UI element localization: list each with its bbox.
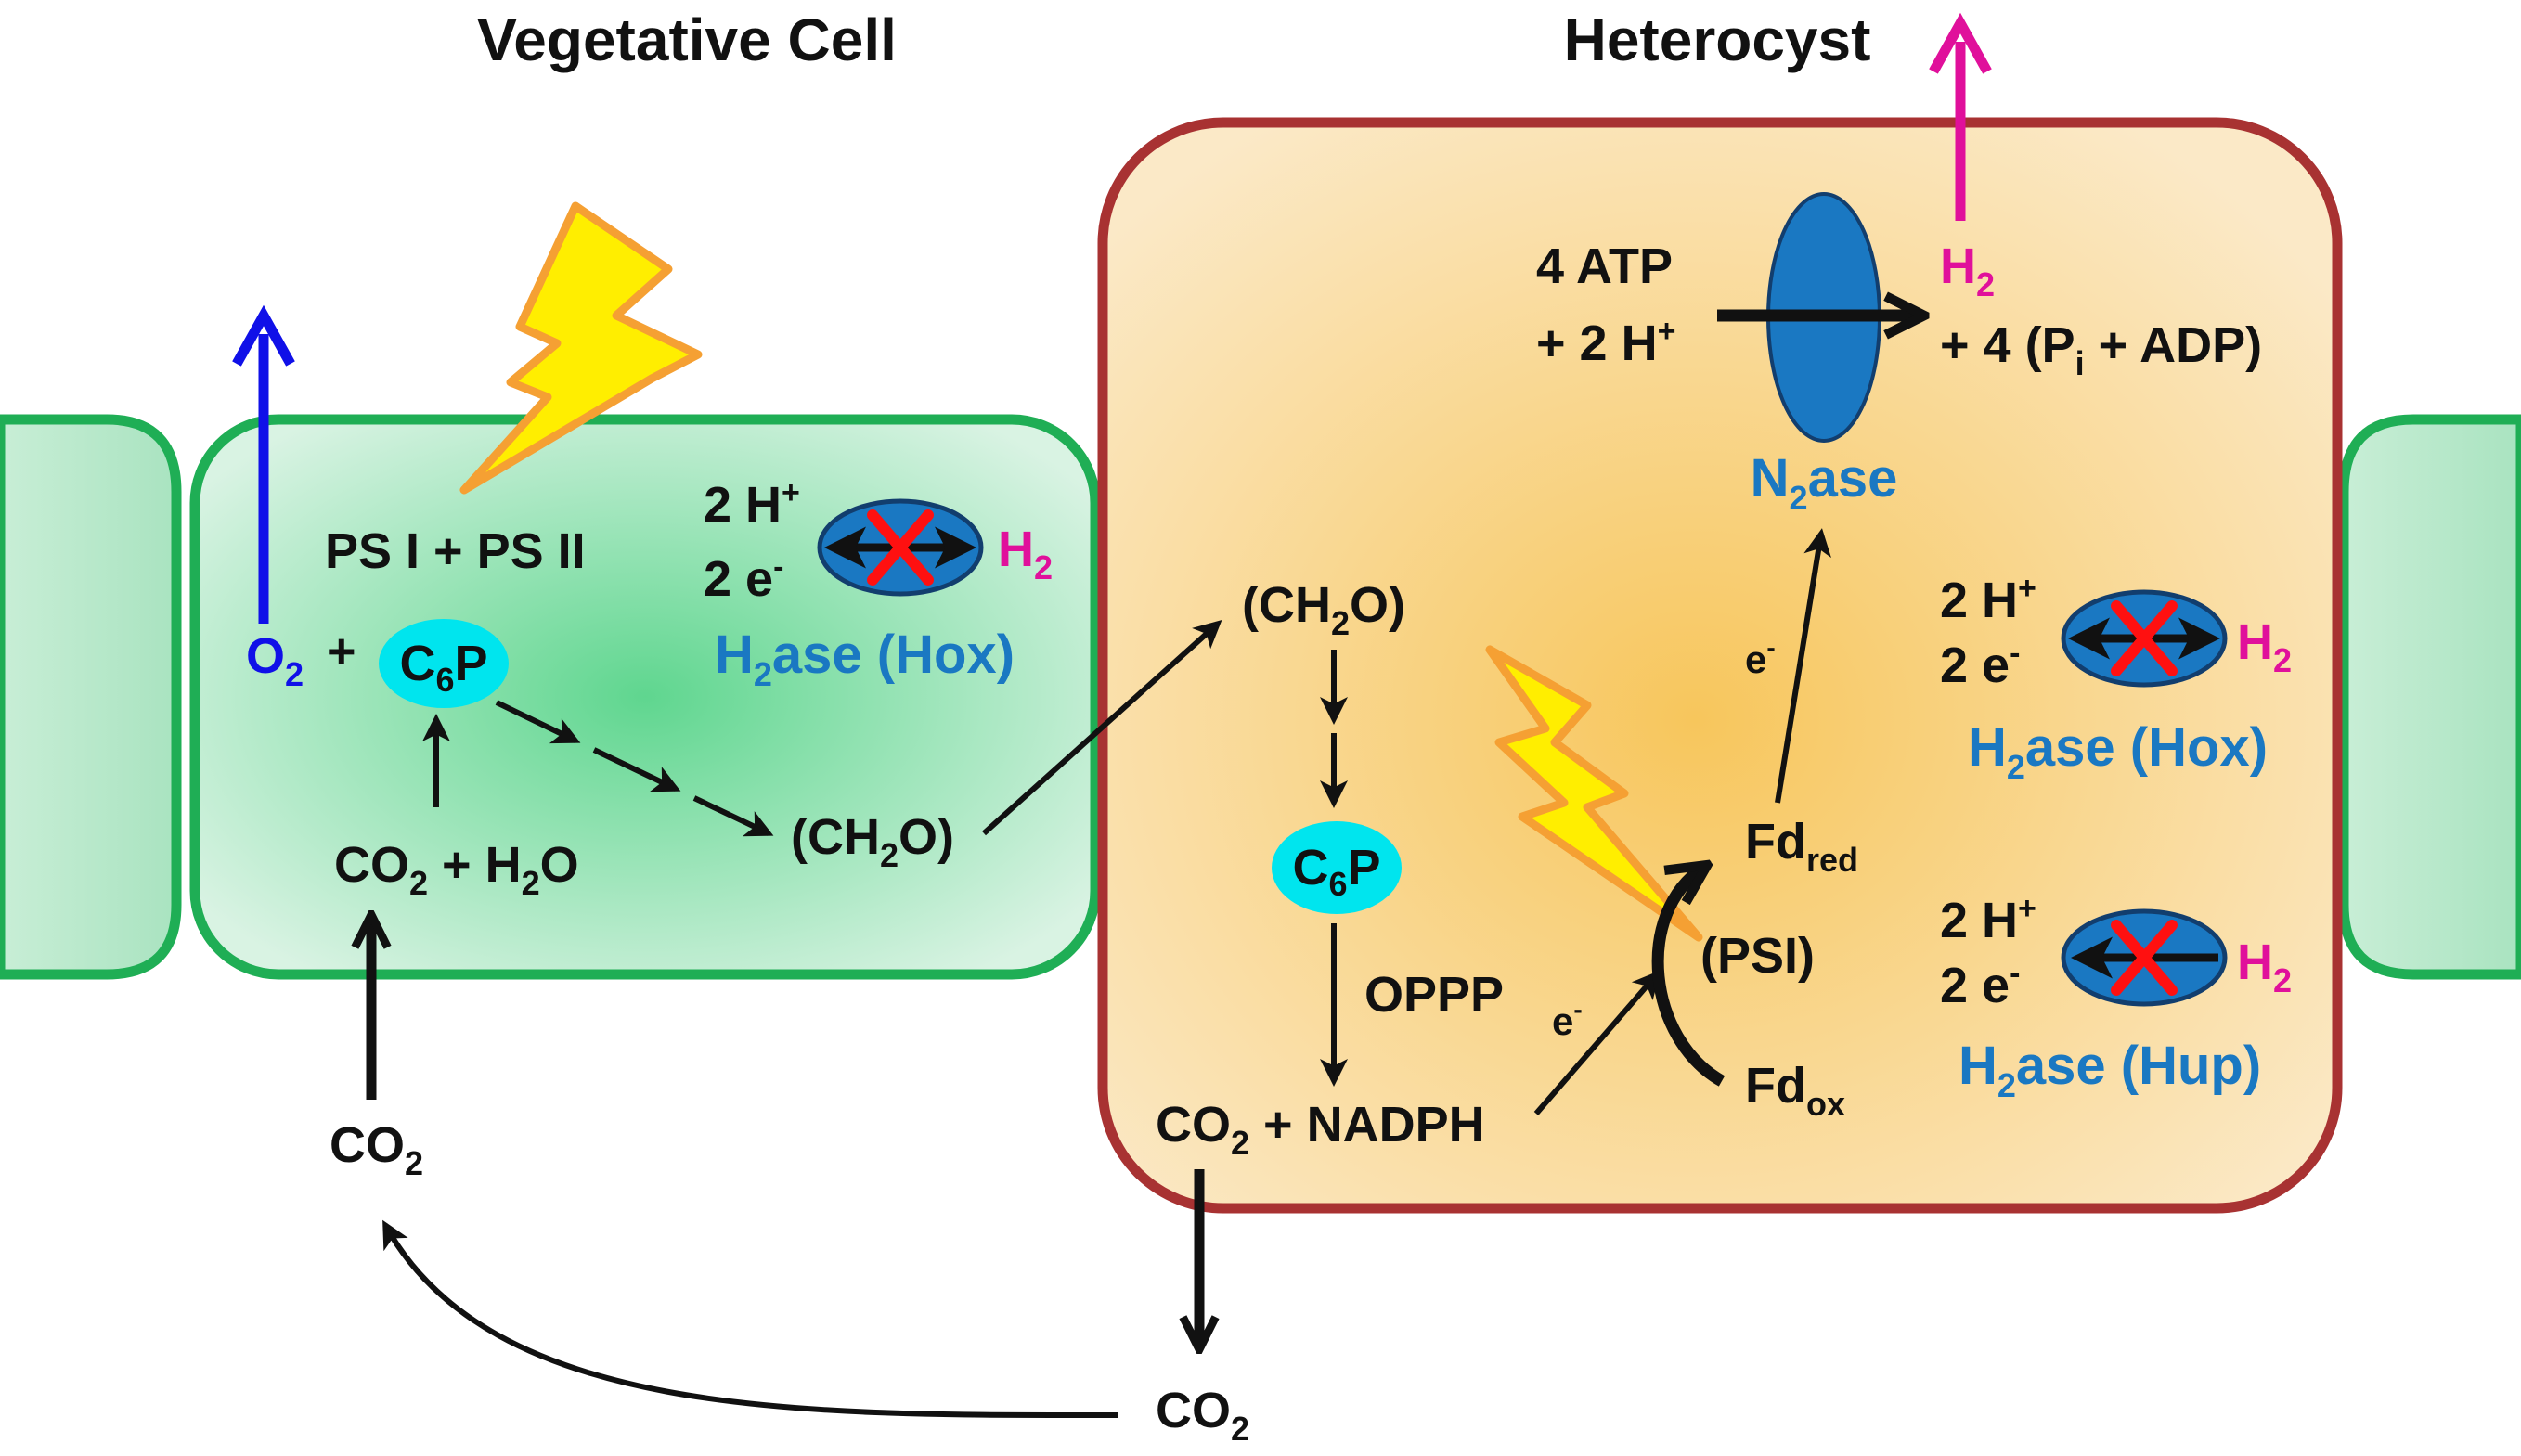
fd-red-label: Fdred (1745, 814, 1858, 879)
arrow-fd-to-n2ase (1775, 528, 1831, 804)
neighbor-cell-right (2338, 414, 2521, 980)
atp-label: 4 ATP (1536, 238, 1673, 294)
hup-electrons: 2 e- (1940, 956, 2020, 1013)
blocked-x-icon (2111, 600, 2178, 676)
adp-label: + 4 (Pi + ADP) (1940, 317, 2262, 382)
hup-label: H2ase (Hup) (1959, 1036, 2261, 1104)
hox-het-electrons: 2 e- (1940, 636, 2020, 693)
hox-veg-h2: H2 (998, 522, 1053, 586)
c6p-node-heterocyst (1272, 821, 1402, 914)
ch2o-label-vegetative: (CH2O) (791, 809, 954, 874)
n2ase-label: N2ase (1751, 448, 1898, 517)
hox-het-h2: H2 (2237, 614, 2292, 679)
lightning-bolt-icon (459, 201, 703, 495)
co2-nadph-label: CO2 + NADPH (1156, 1097, 1485, 1162)
c6p-node-vegetative (379, 619, 509, 708)
hox-het-label: H2ase (Hox) (1968, 717, 2268, 786)
c6p-label-vegetative: C6P (399, 636, 487, 699)
neighbor-cell-left (0, 414, 182, 980)
co2-left-label: CO2 (330, 1117, 423, 1182)
electron-label-n2ase: e- (1745, 633, 1776, 681)
blocked-x-icon (2111, 920, 2178, 996)
co2-bottom-label: CO2 (1156, 1383, 1249, 1448)
hox-veg-label: H2ase (Hox) (715, 625, 1015, 693)
vegetative-cell (189, 414, 1101, 980)
heterocyst-cell (1097, 117, 2343, 1214)
plus-sign: + (327, 624, 356, 679)
fd-ox-label: Fdox (1745, 1058, 1845, 1123)
electron-label-psi: e- (1552, 995, 1583, 1043)
arrow-nadph-to-psi (1533, 970, 1661, 1115)
hox-veg-electrons: 2 e- (704, 549, 783, 607)
arrow-c6p-to-ch2o-3 (692, 795, 774, 837)
o2-label: O2 (246, 628, 304, 693)
vegetative-cell-title: Vegetative Cell (477, 6, 897, 73)
hup-h2: H2 (2237, 934, 2292, 999)
arrow-fd-reduction (1651, 868, 1726, 1087)
h2-arrow-head (1929, 12, 1992, 74)
arrow-c6p-to-ch2o-1 (495, 700, 581, 744)
arrow-c6p-to-ch2o-2 (592, 747, 681, 792)
c6p-label-heterocyst: C6P (1292, 840, 1380, 903)
ps-label: PS I + PS II (325, 523, 586, 579)
lightning-bolt-icon (1485, 645, 1703, 942)
ch2o-label-heterocyst: (CH2O) (1242, 577, 1405, 642)
arrow-ch2o-transfer (981, 619, 1222, 836)
hox-veg-h-plus: 2 H+ (704, 475, 800, 533)
h-plus-label: + 2 H+ (1536, 314, 1675, 371)
heterocyst-title: Heterocyst (1564, 6, 1871, 73)
hox-het-h-plus: 2 H+ (1940, 571, 2036, 628)
oppp-label: OPPP (1364, 967, 1504, 1023)
psi-label: (PSI) (1700, 928, 1815, 984)
co2-h2o-label: CO2 + H2O (334, 837, 579, 902)
h2-product-label: H2 (1940, 238, 1995, 303)
o2-arrow-head (232, 304, 295, 367)
blocked-x-icon (867, 509, 934, 586)
arrow-co2-recycle (382, 1219, 1119, 1419)
hup-h-plus: 2 H+ (1940, 891, 2036, 948)
